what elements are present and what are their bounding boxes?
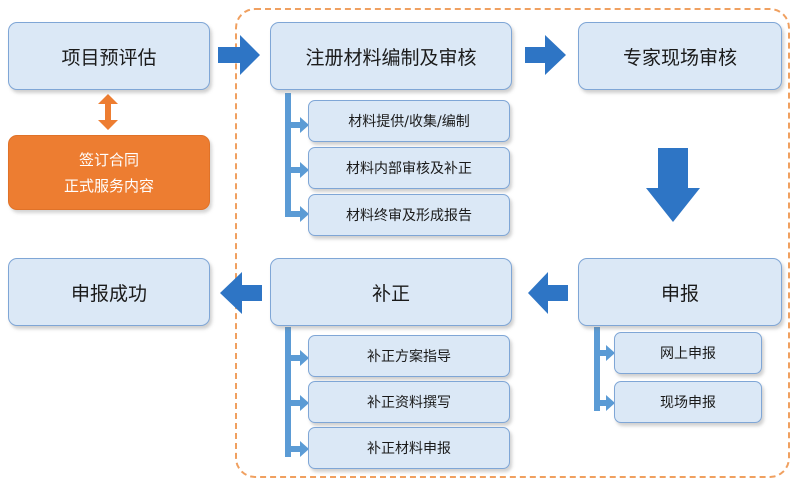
step-success: 申报成功 [8, 258, 210, 326]
connector-arrow [291, 395, 309, 411]
connector-arrow [600, 345, 615, 361]
declare-substep: 现场申报 [614, 381, 762, 423]
prepare-substep: 材料终审及形成报告 [308, 194, 510, 236]
connector-arrow [291, 441, 309, 457]
contract-line-1: 签订合同 [78, 150, 139, 169]
contract-box: 签订合同 正式服务内容 [8, 135, 210, 210]
connector-arrow [291, 206, 309, 222]
service-scope-dashed-region [235, 8, 790, 478]
contract-line-2: 正式服务内容 [63, 176, 154, 195]
arrow-right-2 [525, 35, 566, 75]
prepare-substep: 材料内部审核及补正 [308, 147, 510, 189]
connector-arrow [291, 117, 309, 133]
connector-arrow [291, 350, 309, 366]
arrow-down [646, 148, 700, 222]
declare-substep: 网上申报 [614, 332, 762, 374]
step-pre-assessment: 项目预评估 [8, 22, 210, 90]
connector-arrow [291, 162, 309, 178]
connector-vertical-supplement [285, 327, 291, 457]
supplement-substep: 补正方案指导 [308, 335, 510, 377]
arrow-left-2 [220, 272, 262, 314]
supplement-substep: 补正材料申报 [308, 427, 510, 469]
connector-vertical-prepare [285, 93, 291, 217]
arrow-left-1 [528, 272, 568, 314]
step-prepare-review: 注册材料编制及审核 [270, 22, 512, 90]
step-declare: 申报 [578, 258, 782, 326]
step-supplement: 补正 [270, 258, 512, 326]
connector-arrow [600, 395, 615, 411]
step-expert-review: 专家现场审核 [578, 22, 782, 90]
supplement-substep: 补正资料撰写 [308, 381, 510, 423]
arrow-right-1 [218, 35, 260, 75]
prepare-substep: 材料提供/收集/编制 [308, 100, 510, 142]
connector-vertical-declare [594, 327, 600, 411]
double-arrow-orange [98, 94, 118, 130]
